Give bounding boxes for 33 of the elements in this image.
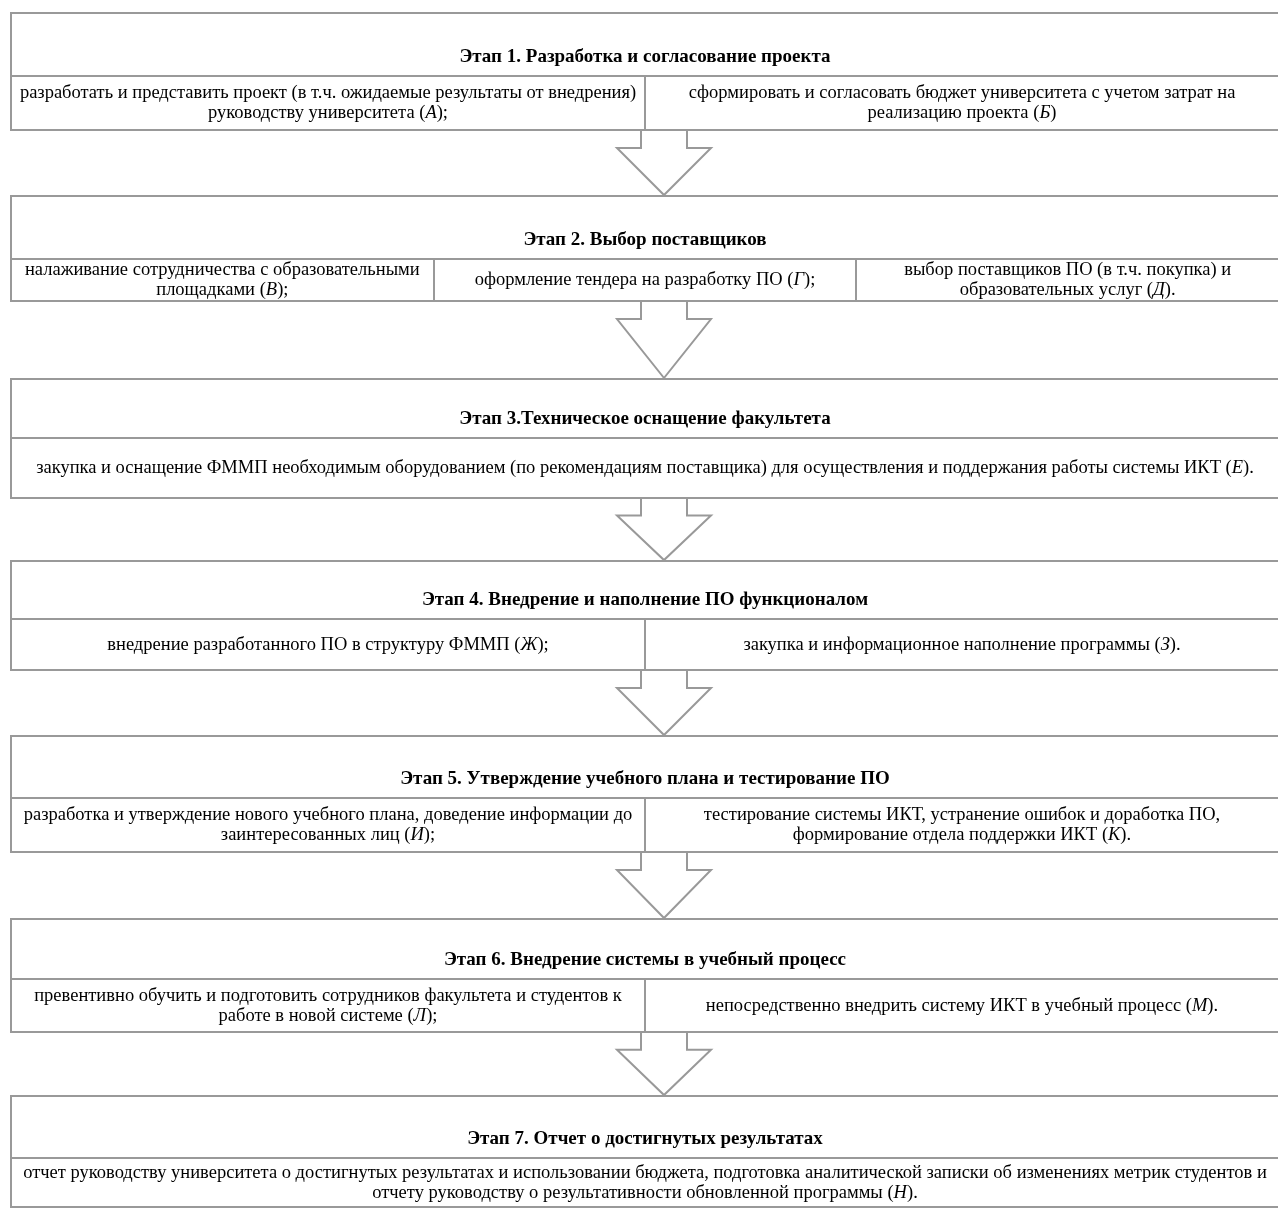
task-cell: выбор поставщиков ПО (в т.ч. покупка) и образовательных услуг (Д). [855, 260, 1278, 300]
stage-box [10, 12, 1278, 131]
stage-heading: Этап 2. Выбор поставщиков [12, 197, 1278, 260]
block-arrow [614, 130, 714, 197]
stage-box [10, 735, 1278, 853]
stage-box [10, 378, 1278, 499]
task-cell: закупка и информационное наполнение программы (З). [644, 620, 1278, 669]
task-cell: налаживание сотрудничества с образовательными площадками (В); [12, 260, 433, 300]
stage-box [10, 1095, 1278, 1208]
task-cell: тестирование системы ИКТ, устранение ошибок и доработка ПО, формирование отдела поддержки ИКТ (К). [644, 799, 1278, 851]
task-cell: оформление тендера на разработку ПО (Г); [432, 260, 856, 300]
task-cell: отчет руководству университета о достигнутых результатах и использовании бюджета, подготовка аналитической записки об изменениях метрик студентов и отчету руководству о результативности обновленной программы (Н). [12, 1159, 1278, 1206]
block-arrow [614, 1032, 714, 1097]
task-cell: непосредственно внедрить систему ИКТ в учебный процесс (М). [644, 980, 1278, 1031]
stage-box [10, 195, 1278, 302]
block-arrow [614, 670, 714, 737]
stage-heading: Этап 4. Внедрение и наполнение ПО функционалом [12, 562, 1278, 620]
stage-box [10, 918, 1278, 1033]
stage-heading: Этап 6. Внедрение системы в учебный процесс [12, 920, 1278, 980]
stage-box [10, 560, 1278, 671]
task-cell: внедрение разработанного ПО в структуру ФММП (Ж); [12, 620, 644, 669]
task-cell: закупка и оснащение ФММП необходимым оборудованием (по рекомендациям поставщика) для осуществления и поддержания работы системы ИКТ (Е). [12, 439, 1278, 497]
task-cell: сформировать и согласовать бюджет университета с учетом затрат на реализацию проекта (Б) [644, 77, 1278, 129]
stage-heading: Этап 1. Разработка и согласование проекта [12, 14, 1278, 77]
stage-heading: Этап 3.Техническое оснащение факультета [12, 380, 1278, 439]
stage-heading: Этап 7. Отчет о достигнутых результатах [12, 1097, 1278, 1159]
task-cell: превентивно обучить и подготовить сотрудников факультета и студентов к работе в новой системе (Л); [12, 980, 644, 1031]
task-cell: разработать и представить проект (в т.ч. ожидаемые результаты от внедрения) руководству университета (А); [12, 77, 644, 129]
task-cell: разработка и утверждение нового учебного плана, доведение информации до заинтересованных лиц (И); [12, 799, 644, 851]
block-arrow [614, 852, 714, 920]
block-arrow [614, 301, 714, 380]
block-arrow [614, 498, 714, 562]
stage-heading: Этап 5. Утверждение учебного плана и тестирование ПО [12, 737, 1278, 799]
